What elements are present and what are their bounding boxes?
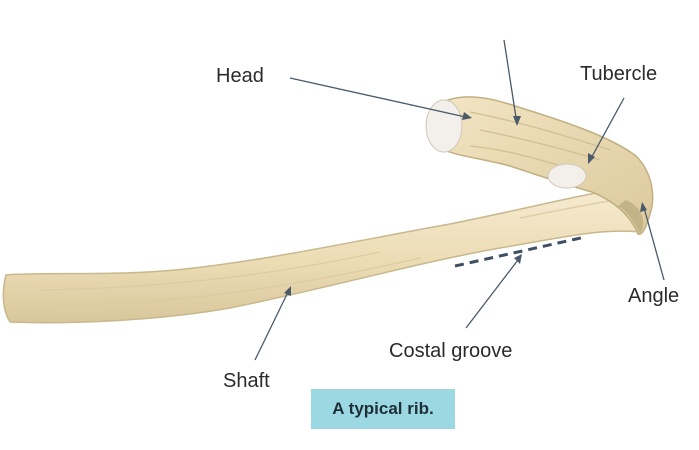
head-leader-line bbox=[289, 77, 471, 119]
figure-caption: A typical rib. bbox=[311, 389, 455, 429]
head-arrowhead bbox=[462, 112, 472, 120]
top-leader-line bbox=[503, 39, 518, 125]
rib-shaft bbox=[2, 189, 642, 324]
shaft-leader-line bbox=[254, 287, 291, 361]
label-costal-groove: Costal groove bbox=[389, 340, 513, 362]
angle-leader-line bbox=[642, 203, 665, 281]
shaft-texture bbox=[39, 199, 616, 306]
label-head: Head bbox=[216, 65, 264, 87]
angle-arrowhead bbox=[640, 202, 647, 212]
label-shaft: Shaft bbox=[223, 370, 270, 392]
tubercle-facet bbox=[547, 163, 587, 189]
costal-groove-leader-line bbox=[465, 255, 522, 329]
shaft-arrowhead bbox=[284, 286, 291, 296]
label-tubercle: Tubercle bbox=[580, 63, 658, 85]
tubercle-leader-line bbox=[588, 97, 625, 163]
costal-groove-line bbox=[454, 235, 586, 268]
label-angle: Angle bbox=[628, 285, 680, 307]
tubercle-arrowhead bbox=[588, 153, 595, 164]
top-arrowhead bbox=[513, 116, 521, 126]
angle-shading bbox=[618, 200, 644, 234]
head-facet bbox=[425, 99, 463, 153]
costal-groove-arrowhead bbox=[514, 254, 522, 264]
